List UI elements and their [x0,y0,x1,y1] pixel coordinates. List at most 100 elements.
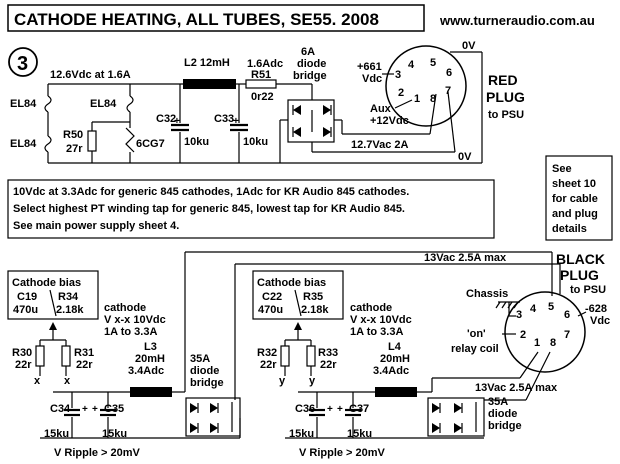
left-bridge-3: bridge [190,377,224,389]
right-bias-r: R35 [303,291,323,303]
left-bias-box [7,270,99,320]
black-pin-1: 1 [534,337,540,349]
chassis-label: Chassis [466,288,508,300]
inductor-l3-label: L3 [144,341,157,353]
ac-label: 12.7Vac 2A [351,139,409,151]
side-note-3: for cable [552,193,598,205]
cap-c33-value: 10ku [243,136,268,148]
path [323,105,331,115]
side-note-box [545,155,613,241]
path [432,403,440,413]
inductor-l3-value: 20mH [135,353,165,365]
tube-6cg7: 6CG7 [136,138,165,150]
website-url: www.turneraudio.com.au [439,13,595,28]
resistor-r31-value: 22r [76,359,93,371]
left-cathode-1: cathode [104,302,146,314]
red-plug-title-2: PLUG [486,89,525,105]
resistor-r32-value: 22r [260,359,277,371]
page-title: CATHODE HEATING, ALL TUBES, SE55. 2008 [14,10,379,29]
path [210,423,218,433]
side-note-1: See [552,163,572,175]
resistor-r50-label: R50 [63,129,83,141]
path [294,322,302,330]
red-pin-5: 5 [430,57,436,69]
inductor-l4-current: 3.4Adc [373,365,409,377]
path [190,423,198,433]
red-pin-1: 1 [414,93,420,105]
red-plug-socket [385,45,467,127]
path [210,403,218,413]
wire [525,351,551,401]
black-plug-subtitle: to PSU [570,284,606,296]
path [293,105,301,115]
wire [519,351,539,379]
note-line-3: See main power supply sheet 4. [13,220,179,232]
note-line-2: Select highest PT winding tap for generi… [13,203,405,215]
bridge-label-3: bridge [293,70,327,82]
inductor-l4 [375,387,417,397]
black-pin-8: 8 [550,337,556,349]
inductor-l2-label: L2 12mH [184,57,230,69]
red-plug-voltage: +661 [357,61,382,73]
right-bridge-1: 35A [488,396,508,408]
red-plug-subtitle: to PSU [488,109,524,121]
resistor-r32 [280,345,290,367]
inductor-l4-value: 20mH [380,353,410,365]
heater-el84-left-1 [44,95,52,113]
bridge-top-box [287,99,335,143]
cap-c35-label: C35 [104,403,124,415]
right-bias-box [252,270,344,320]
right-node-a: y [279,375,286,387]
right-bias-r-value: 2.18k [301,304,329,316]
black-plug-title-1: BLACK [556,251,605,267]
right-bias-title: Cathode bias [257,277,326,289]
red-plug-aux-voltage: +12Vdc [370,115,409,127]
title-box [7,4,425,32]
left-bridge-1: 35A [190,353,210,365]
right-bridge-3: bridge [488,420,522,432]
supply-label: 12.6Vdc at 1.6A [50,69,131,81]
wire [429,93,437,135]
left-bias-r: R34 [58,291,79,303]
left-cathode-2: V x-x 10Vdc [104,314,166,326]
bridge-label-1: 6A [301,46,315,58]
inductor-l2 [183,79,236,89]
text: + [92,404,98,415]
wire [394,99,413,109]
right-node-b: y [309,375,316,387]
bridge-label-2: diode [297,58,326,70]
notes-box [7,179,495,239]
wire [495,301,501,309]
red-pin-3: 3 [395,69,401,81]
cap-c32-value: 10ku [184,136,209,148]
red-pin-7: 7 [445,85,451,97]
zero-v-mid: 0V [458,151,472,163]
left-bias-c: C19 [17,291,37,303]
zero-v-top: 0V [462,40,476,52]
tube-el84-left-2: EL84 [10,138,37,150]
left-bias-title: Cathode bias [12,277,81,289]
cap-c33-label: C33 [214,113,234,125]
text: + [337,404,343,415]
red-plug-aux: Aux [370,103,392,115]
red-pin-6: 6 [446,67,452,79]
relay-label-2: relay coil [451,343,499,355]
wire [577,311,587,317]
black-pin-2: 2 [520,329,526,341]
black-pin-5: 5 [548,301,554,313]
relay-label-1: 'on' [467,328,486,340]
left-bias-c-value: 470u [13,304,38,316]
wire [447,91,456,153]
path [432,423,440,433]
resistor-r31-label: R31 [74,347,94,359]
right-ripple: V Ripple > 20mV [299,447,386,459]
red-pin-2: 2 [398,87,404,99]
red-plug-voltage-unit: Vdc [362,73,382,85]
left-ripple: V Ripple > 20mV [54,447,141,459]
resistor-r50-value: 27r [66,143,83,155]
inductor-l3 [130,387,172,397]
tube-el84-mid: EL84 [90,98,117,110]
cap-c34-label: C34 [50,403,71,415]
cap-c36-label: C36 [295,403,315,415]
path [190,403,198,413]
